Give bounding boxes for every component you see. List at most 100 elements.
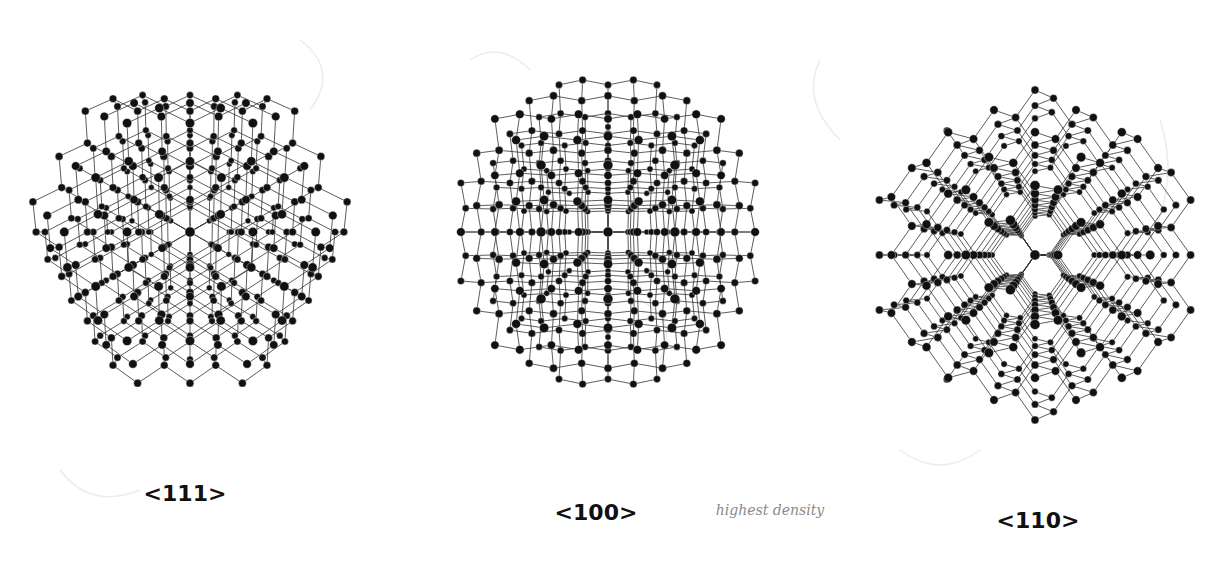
atom: [931, 323, 938, 330]
atom: [1084, 376, 1091, 383]
bond-lines: [33, 95, 347, 383]
atom: [93, 316, 102, 325]
atom: [490, 160, 497, 167]
atom: [214, 147, 222, 155]
atom: [512, 197, 521, 206]
atom: [990, 396, 998, 404]
atom: [1016, 366, 1023, 373]
atom: [1142, 330, 1150, 338]
atom: [63, 263, 72, 272]
atom: [97, 332, 104, 339]
atom: [566, 268, 572, 274]
atom: [557, 157, 564, 164]
atom: [633, 286, 642, 295]
atom: [317, 243, 325, 251]
handwritten-note: highest density: [716, 502, 824, 518]
atom: [495, 255, 503, 263]
atom: [1001, 186, 1007, 192]
atom: [1161, 206, 1168, 213]
atom: [259, 103, 266, 110]
atom: [166, 265, 172, 271]
atom: [1089, 114, 1097, 122]
atom: [281, 338, 288, 345]
atom: [160, 273, 168, 281]
atom: [573, 197, 582, 206]
atom: [1124, 147, 1132, 155]
atom: [1109, 251, 1117, 259]
crystal-lattice: [29, 76, 1195, 424]
atom: [253, 241, 260, 248]
atom: [1102, 301, 1109, 308]
atom: [1084, 326, 1091, 333]
atom: [713, 146, 721, 154]
atom: [961, 351, 968, 358]
atom: [1050, 408, 1058, 416]
atom: [692, 169, 701, 178]
atom: [214, 341, 222, 349]
atom: [578, 97, 586, 105]
atom: [58, 184, 66, 192]
atom: [659, 146, 667, 154]
atom: [648, 142, 654, 148]
atom: [186, 92, 193, 99]
atom: [160, 184, 168, 192]
bond-lines: [879, 90, 1190, 420]
atom: [239, 107, 247, 115]
atom: [1050, 356, 1058, 364]
atom: [217, 173, 226, 182]
atom: [185, 263, 194, 272]
atom: [186, 174, 193, 181]
atom: [515, 169, 524, 178]
atom: [1080, 138, 1087, 145]
atom: [71, 162, 80, 171]
atom: [1012, 169, 1020, 177]
atom: [579, 330, 586, 337]
atom: [665, 189, 671, 195]
atom: [550, 92, 558, 100]
atom: [953, 196, 961, 204]
atom: [477, 228, 484, 235]
atom: [1132, 323, 1139, 330]
atom: [263, 273, 271, 281]
atom: [495, 310, 503, 318]
atom: [538, 273, 545, 280]
atom: [163, 133, 170, 140]
atom: [574, 345, 583, 354]
atom: [667, 195, 676, 204]
atom: [735, 307, 743, 315]
atom: [60, 227, 69, 236]
atom: [604, 92, 612, 100]
atom: [539, 131, 548, 140]
atom: [155, 316, 164, 325]
atom: [943, 227, 950, 234]
atom: [66, 187, 73, 194]
atom: [115, 215, 122, 222]
atom: [683, 307, 691, 315]
atom: [186, 196, 194, 204]
atom: [248, 227, 257, 236]
atom: [84, 317, 92, 325]
atom: [659, 92, 667, 100]
atom: [683, 359, 691, 367]
atom: [81, 107, 89, 115]
atom: [647, 166, 653, 172]
atom: [660, 115, 668, 123]
atom: [924, 295, 930, 301]
atom: [122, 118, 131, 127]
atom: [1047, 165, 1053, 171]
atom: [1167, 224, 1175, 232]
atom: [887, 193, 895, 201]
atom: [582, 298, 589, 305]
atom: [1031, 361, 1039, 369]
atom: [990, 106, 998, 114]
atom: [248, 336, 257, 345]
atom: [634, 197, 643, 206]
atom: [953, 141, 961, 149]
atom: [1109, 208, 1115, 214]
atom: [630, 380, 637, 387]
atom: [1016, 138, 1023, 145]
atom: [920, 330, 928, 338]
atom: [644, 190, 650, 196]
atom: [99, 203, 106, 210]
atom: [1154, 164, 1162, 172]
